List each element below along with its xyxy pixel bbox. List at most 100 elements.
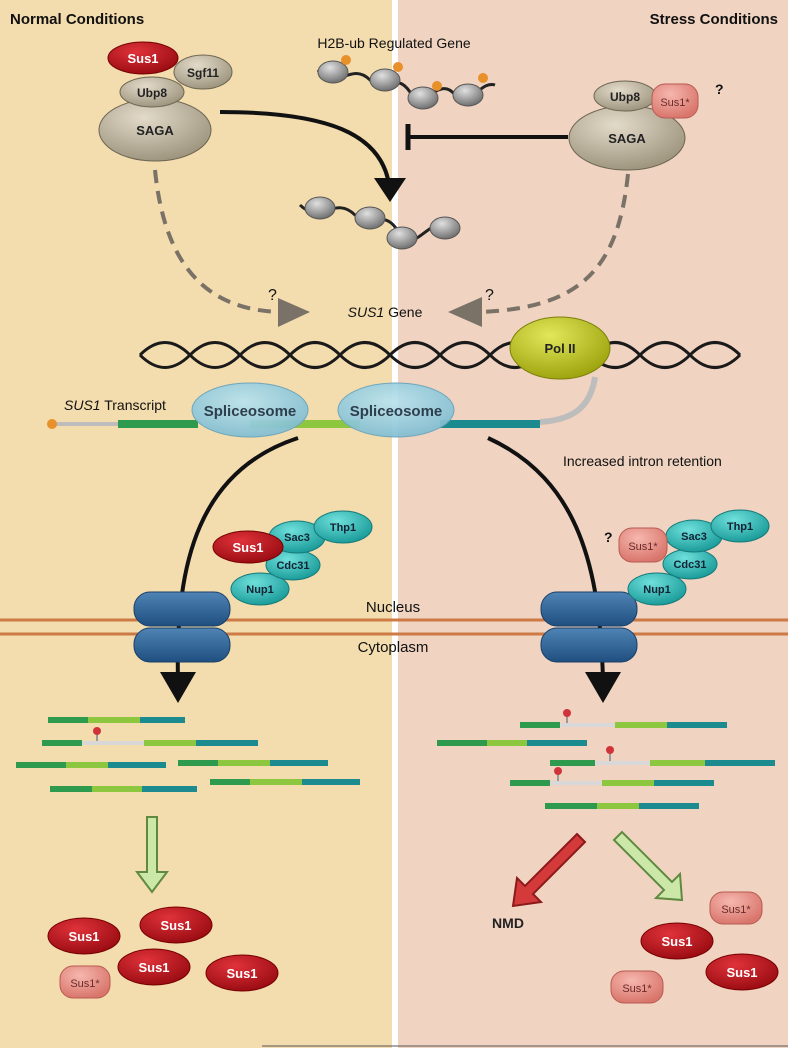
dashed-arrow-normal <box>153 169 281 314</box>
saga-complex-normal: SAGA Ubp8 Sgf11 Sus1 <box>98 41 233 162</box>
deubiquitinated-chromatin <box>298 196 461 250</box>
dna-helix <box>138 341 742 369</box>
normal-panel-title: Normal Conditions <box>10 11 144 28</box>
thp1-stress-label: Thp1 <box>727 521 753 533</box>
sus1-star-protein-label: Sus1* <box>721 904 751 916</box>
sus1-protein-label: Sus1 <box>726 965 757 980</box>
stress-panel-title: Stress Conditions <box>650 11 778 28</box>
dashed-arrow-stress <box>479 173 630 314</box>
nup1-stress <box>627 572 687 606</box>
ubiquitinated-chromatin <box>316 55 496 110</box>
question-mark-normal: ? <box>268 287 277 304</box>
sus1-star-protein-label: Sus1* <box>622 983 652 995</box>
thp1-normal-label: Thp1 <box>330 522 356 534</box>
saga-stress-label: SAGA <box>608 131 646 146</box>
pol2-label: Pol II <box>544 341 575 356</box>
sus1-protein-label: Sus1 <box>661 934 692 949</box>
sus1-gene-word: Gene <box>384 304 422 320</box>
sus1-star-stress-top <box>651 83 699 119</box>
saga-normal-label: SAGA <box>136 123 174 138</box>
sus1-star-stress-top-label: Sus1* <box>660 97 690 109</box>
nup1-normal-label: Nup1 <box>246 584 274 596</box>
sus1-normal-label: Sus1 <box>127 51 158 66</box>
sus1-protein-label: Sus1 <box>160 918 191 933</box>
ubiquitin-mark <box>478 73 488 83</box>
sus1-protein-label: Sus1 <box>138 960 169 975</box>
sus1-protein <box>47 917 121 955</box>
sac3-normal-label: Sac3 <box>284 532 310 544</box>
deubiquitination-arrowhead <box>374 178 406 202</box>
deubiquitination-arrow <box>219 110 392 196</box>
pol2 <box>509 316 611 380</box>
sgf11-normal <box>173 54 233 90</box>
sus1-gene-label: SUS1 Gene <box>348 304 423 320</box>
sac3-stress-label: Sac3 <box>681 531 707 543</box>
question-mark-stress: ? <box>485 287 494 304</box>
sus1-export-normal-label: Sus1 <box>232 540 263 555</box>
nmd-label: NMD <box>492 915 524 931</box>
ubp8-normal <box>119 76 185 108</box>
sus1-normal <box>107 41 179 75</box>
sus1-protein <box>139 906 213 944</box>
nmd-arrow <box>511 832 587 908</box>
sgf11-normal-label: Sgf11 <box>187 66 219 80</box>
saga-complex-stress: SAGA Ubp8 Sus1* ? <box>568 80 724 171</box>
translation-arrow-normal <box>135 816 169 894</box>
nuclear-pore-stress <box>540 591 638 663</box>
nucleus-label: Nucleus <box>366 599 420 616</box>
export-arrowhead-normal <box>160 672 196 703</box>
dashed-arrowhead-normal <box>278 298 310 327</box>
ubiquitin-mark <box>393 62 403 72</box>
ubiquitin-mark <box>432 81 442 91</box>
mrna-pool-normal <box>16 717 360 792</box>
sus1-star-export-stress-label: Sus1* <box>628 541 658 553</box>
spliceosome-right <box>337 382 455 438</box>
sus1-export-normal <box>212 530 284 564</box>
sus1-gene-italic: SUS1 <box>348 304 385 320</box>
sus1-transcript <box>47 419 540 429</box>
question-mark-export-stress: ? <box>604 529 613 545</box>
mrna-pool-stress <box>437 709 775 809</box>
intron-retention-label: Increased intron retention <box>563 453 722 469</box>
thp1-normal <box>313 510 373 544</box>
ubp8-normal-label: Ubp8 <box>137 86 167 100</box>
sus1-transcript-label: SUS1 Transcript <box>64 397 166 413</box>
sus1-protein-label: Sus1 <box>68 929 99 944</box>
sus1-transcript-word: Transcript <box>101 397 166 413</box>
spliceosome-right-label: Spliceosome <box>350 403 443 420</box>
sus1-star-export-stress <box>618 527 668 563</box>
cdc31-stress-label: Cdc31 <box>673 559 706 571</box>
sus1-protein <box>117 948 191 986</box>
sus1-protein <box>205 954 279 992</box>
sus1-protein-label: Sus1 <box>226 966 257 981</box>
panel-divider <box>392 0 398 1048</box>
trex2-complex-stress: Nup1 Cdc31 Sac3 Thp1 Sus1* ? <box>604 509 770 606</box>
nup1-stress-label: Nup1 <box>643 584 671 596</box>
pol2-transcript-tail <box>539 376 598 425</box>
nuclear-pore-normal <box>133 591 231 663</box>
nup1-normal <box>230 572 290 606</box>
sus1-star-protein <box>59 965 111 999</box>
cytoplasm-label: Cytoplasm <box>358 639 429 656</box>
sus1-proteins-normal: Sus1 Sus1 Sus1 Sus1 Sus1* <box>47 906 279 999</box>
export-arrowhead-stress <box>585 672 621 703</box>
translation-arrow-stress <box>612 830 684 902</box>
trex2-complex-normal: Nup1 Cdc31 Sac3 Thp1 Sus1 <box>212 510 373 606</box>
spliceosome-left <box>191 382 309 438</box>
sus1-protein <box>705 953 779 991</box>
spliceosome-left-label: Spliceosome <box>204 403 297 420</box>
sus1-proteins-stress: Sus1* Sus1 Sus1 Sus1* <box>610 891 779 1004</box>
sus1-transcript-italic: SUS1 <box>64 397 101 413</box>
question-mark-stress-top: ? <box>715 81 724 97</box>
thp1-stress <box>710 509 770 543</box>
cdc31-normal-label: Cdc31 <box>276 560 309 572</box>
sus1-star-protein <box>610 970 664 1004</box>
sus1-protein <box>640 922 714 960</box>
ubp8-stress-label: Ubp8 <box>610 90 640 104</box>
ubiquitin-mark <box>341 55 351 65</box>
dashed-arrowhead-stress <box>448 297 482 327</box>
h2b-ub-gene-label: H2B-ub Regulated Gene <box>317 35 471 51</box>
sus1-star-protein <box>709 891 763 925</box>
